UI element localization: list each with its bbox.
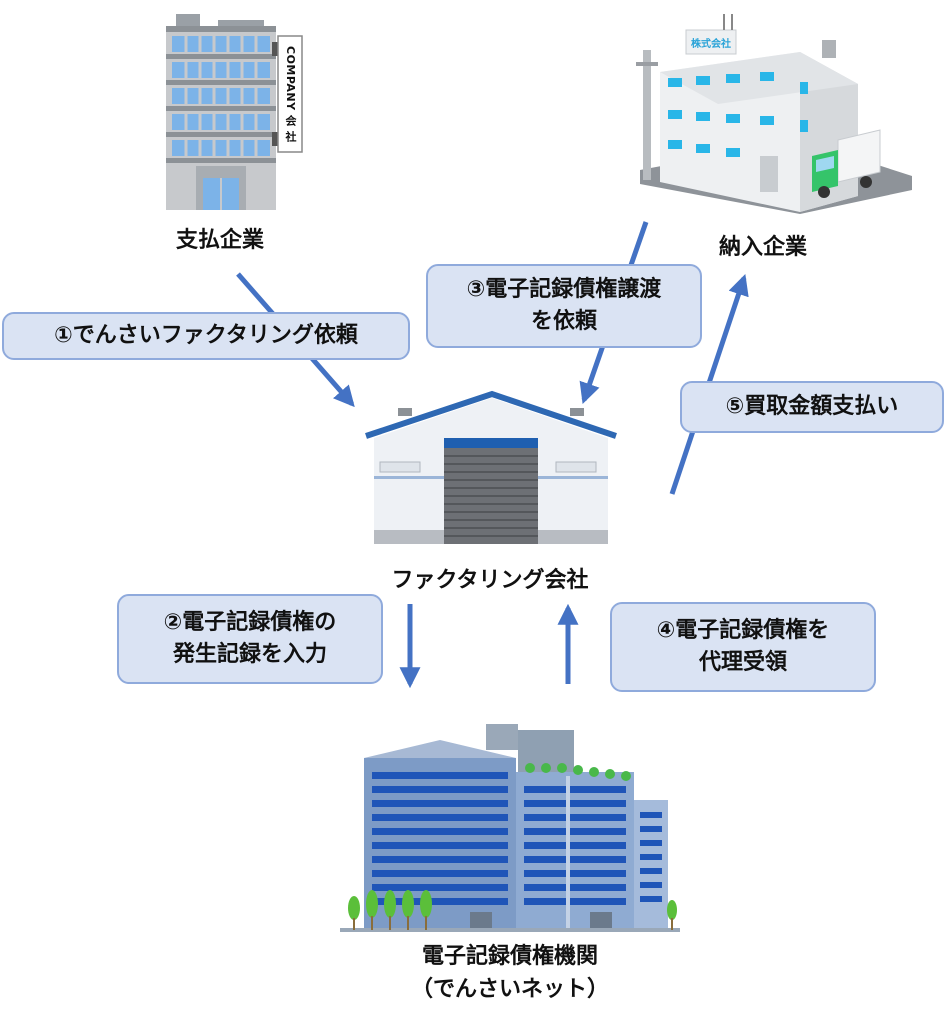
- step5-text: ⑤買取金額支払い: [725, 394, 899, 420]
- supplier-label: 納入企業: [718, 235, 807, 260]
- step1-box: ①でんさいファクタリング依頼: [2, 312, 410, 360]
- step2-text-line1: ②電子記録債権の: [163, 610, 337, 636]
- step5-box: ⑤買取金額支払い: [680, 381, 944, 433]
- step4-text-line1: ④電子記録債権を: [656, 618, 830, 644]
- registry-label-line2: （でんさいネット）: [410, 977, 609, 1002]
- registry-label-line1: 電子記録債権機関: [421, 944, 598, 969]
- step2-text-line2: 発生記録を入力: [172, 642, 327, 667]
- registry-label: 電子記録債権機関 （でんさいネット）: [360, 940, 660, 1006]
- factoring-label: ファクタリング会社: [391, 568, 589, 593]
- step4-box: ④電子記録債権を 代理受領: [610, 602, 876, 692]
- payer-sign-text: COMPANY 会 社: [284, 45, 297, 143]
- step4-text-line2: 代理受領: [698, 650, 787, 675]
- step3-text-line2: を依頼: [530, 309, 597, 334]
- step3-box: ③電子記録債権譲渡 を依頼: [426, 264, 702, 348]
- payer-label: 支払企業: [175, 228, 264, 253]
- supplier-sign-text: 株式会社: [691, 39, 731, 50]
- step2-box: ②電子記録債権の 発生記録を入力: [117, 594, 383, 684]
- step3-text-line1: ③電子記録債権譲渡: [466, 277, 662, 303]
- step1-text: ①でんさいファクタリング依頼: [54, 323, 358, 349]
